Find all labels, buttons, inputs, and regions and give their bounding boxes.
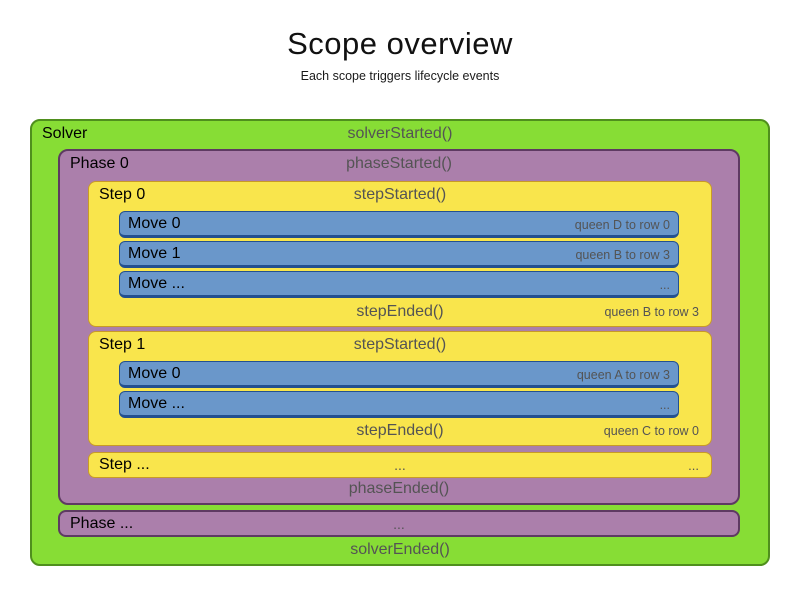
move-label: Move 1 — [128, 245, 181, 262]
step1-ended-note: queen C to row 0 — [603, 424, 699, 438]
step-more-ellipsis-center: ... — [394, 457, 406, 473]
phase-ended-event: phaseEnded() — [348, 480, 450, 497]
step-more-scope-box: Step ... ... ... — [88, 452, 712, 478]
solver-started-event: solverStarted() — [347, 125, 453, 142]
move-note: queen A to row 3 — [576, 368, 670, 382]
step-more-label: Step ... — [99, 456, 150, 473]
move-label: Move 0 — [128, 365, 181, 382]
move-note: queen B to row 3 — [575, 248, 670, 262]
step0-label: Step 0 — [99, 186, 146, 203]
move-label: Move 0 — [128, 215, 181, 232]
step0-move-list: Move 0 queen D to row 0 Move 1 queen B t… — [119, 211, 679, 301]
move-label: Move ... — [128, 275, 185, 292]
solver-label: Solver — [42, 125, 88, 142]
move-label: Move ... — [128, 395, 185, 412]
step0-ended-note: queen B to row 3 — [604, 305, 699, 319]
step1-scope-box: Step 1 stepStarted() Move 0 queen A to r… — [88, 331, 712, 446]
step1-label: Step 1 — [99, 336, 146, 353]
move-note: ... — [659, 398, 670, 412]
move-row: Move 1 queen B to row 3 — [119, 241, 679, 268]
phase-started-event: phaseStarted() — [346, 155, 452, 172]
phase-more-label: Phase ... — [70, 515, 134, 532]
step-more-ellipsis-right: ... — [688, 458, 699, 473]
step1-ended-event: stepEnded() — [356, 422, 444, 439]
solver-ended-event: solverEnded() — [350, 541, 450, 558]
phase-more-ellipsis-center: ... — [393, 516, 405, 532]
move-row: Move 0 queen A to row 3 — [119, 361, 679, 388]
step0-scope-box: Step 0 stepStarted() Move 0 queen D to r… — [88, 181, 712, 327]
phase-more-scope-box: Phase ... ... — [58, 510, 740, 537]
step1-started-event: stepStarted() — [353, 336, 447, 353]
page-subtitle: Each scope triggers lifecycle events — [300, 69, 500, 83]
move-row: Move 0 queen D to row 0 — [119, 211, 679, 238]
move-note: queen D to row 0 — [574, 218, 670, 232]
solver-scope-box: Solver solverStarted() Phase 0 phaseStar… — [30, 119, 770, 566]
move-row: Move ... ... — [119, 271, 679, 298]
phase0-label: Phase 0 — [70, 155, 129, 172]
step0-started-event: stepStarted() — [353, 186, 447, 203]
step0-ended-event: stepEnded() — [356, 303, 444, 320]
page-title: Scope overview — [287, 26, 513, 61]
move-note: ... — [659, 278, 670, 292]
step1-move-list: Move 0 queen A to row 3 Move ... ... — [119, 361, 679, 421]
phase0-scope-box: Phase 0 phaseStarted() Step 0 stepStarte… — [58, 149, 740, 505]
move-row: Move ... ... — [119, 391, 679, 418]
